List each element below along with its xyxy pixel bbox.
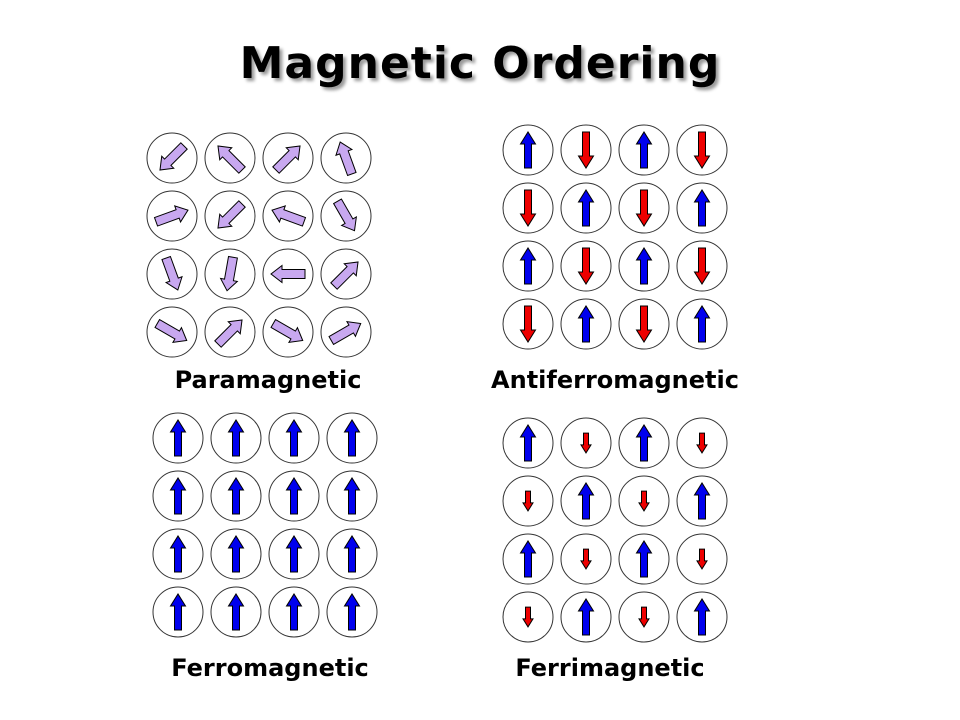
ferromagnetic-lattice: [152, 412, 378, 638]
spin-arrow-random: [153, 205, 189, 227]
spin-up-arrow: [169, 419, 187, 457]
spin-down-arrow: [635, 189, 653, 227]
spin-up-arrow: [227, 535, 245, 573]
spin-up-arrow: [635, 131, 653, 169]
spin-up-arrow: [343, 477, 361, 515]
spin-down-arrow: [638, 606, 650, 628]
ferrimagnetic-lattice: [502, 417, 728, 643]
spin-up-arrow: [227, 419, 245, 457]
spin-up-arrow: [577, 482, 595, 520]
spin-down-arrow: [696, 548, 708, 570]
spin-up-arrow: [169, 535, 187, 573]
spin-arrow-random: [161, 255, 183, 291]
ferrimagnetic-panel: [498, 413, 748, 663]
spin-arrow-random: [332, 198, 357, 232]
spin-down-arrow: [638, 490, 650, 512]
spin-down-arrow: [522, 606, 534, 628]
spin-arrow-random: [159, 142, 188, 171]
spin-arrow-random: [270, 318, 304, 343]
antiferromagnetic-panel: [498, 120, 748, 370]
spin-up-arrow: [519, 247, 537, 285]
spin-up-arrow: [577, 598, 595, 636]
spin-down-arrow: [696, 432, 708, 454]
spin-up-arrow: [577, 305, 595, 343]
spin-down-arrow: [693, 131, 711, 169]
spin-down-arrow: [522, 490, 534, 512]
spin-arrow-random: [219, 255, 239, 292]
ferromagnetic-label: Ferromagnetic: [171, 654, 369, 682]
spin-up-arrow: [693, 482, 711, 520]
page-title: Magnetic Ordering: [239, 38, 721, 89]
antiferromagnetic-lattice: [502, 124, 728, 350]
spin-down-arrow: [577, 131, 595, 169]
spin-up-arrow: [635, 424, 653, 462]
spin-up-arrow: [285, 419, 303, 457]
spin-up-arrow: [519, 424, 537, 462]
spin-up-arrow: [519, 540, 537, 578]
spin-up-arrow: [227, 593, 245, 631]
spin-up-arrow: [227, 477, 245, 515]
spin-up-arrow: [693, 305, 711, 343]
spin-arrow-random: [330, 261, 359, 290]
spin-up-arrow: [693, 189, 711, 227]
spin-up-arrow: [635, 247, 653, 285]
spin-arrow-random: [270, 264, 306, 284]
spin-down-arrow: [635, 305, 653, 343]
spin-up-arrow: [577, 189, 595, 227]
spin-arrow-random: [271, 205, 307, 227]
spin-down-arrow: [519, 189, 537, 227]
spin-up-arrow: [169, 477, 187, 515]
spin-up-arrow: [635, 540, 653, 578]
ferrimagnetic-label: Ferrimagnetic: [515, 654, 705, 682]
ferromagnetic-panel: [148, 408, 398, 658]
spin-up-arrow: [343, 593, 361, 631]
spin-down-arrow: [519, 305, 537, 343]
spin-arrow-random: [335, 141, 357, 177]
spin-down-arrow: [577, 247, 595, 285]
spin-arrow-random: [328, 321, 362, 346]
paramagnetic-label: Paramagnetic: [174, 366, 362, 394]
antiferromagnetic-label: Antiferromagnetic: [491, 366, 739, 394]
paramagnetic-panel: [142, 128, 392, 378]
spin-up-arrow: [343, 535, 361, 573]
spin-down-arrow: [580, 432, 592, 454]
spin-down-arrow: [580, 548, 592, 570]
spin-up-arrow: [519, 131, 537, 169]
spin-up-arrow: [285, 593, 303, 631]
spin-arrow-random: [214, 319, 243, 348]
spin-down-arrow: [693, 247, 711, 285]
spin-up-arrow: [169, 593, 187, 631]
spin-arrow-random: [272, 145, 301, 174]
spin-up-arrow: [285, 477, 303, 515]
spin-arrow-random: [154, 318, 188, 343]
spin-arrow-random: [217, 200, 246, 229]
spin-up-arrow: [343, 419, 361, 457]
spin-arrow-random: [217, 145, 246, 174]
spin-up-arrow: [285, 535, 303, 573]
spin-up-arrow: [693, 598, 711, 636]
paramagnetic-lattice: [146, 132, 372, 358]
